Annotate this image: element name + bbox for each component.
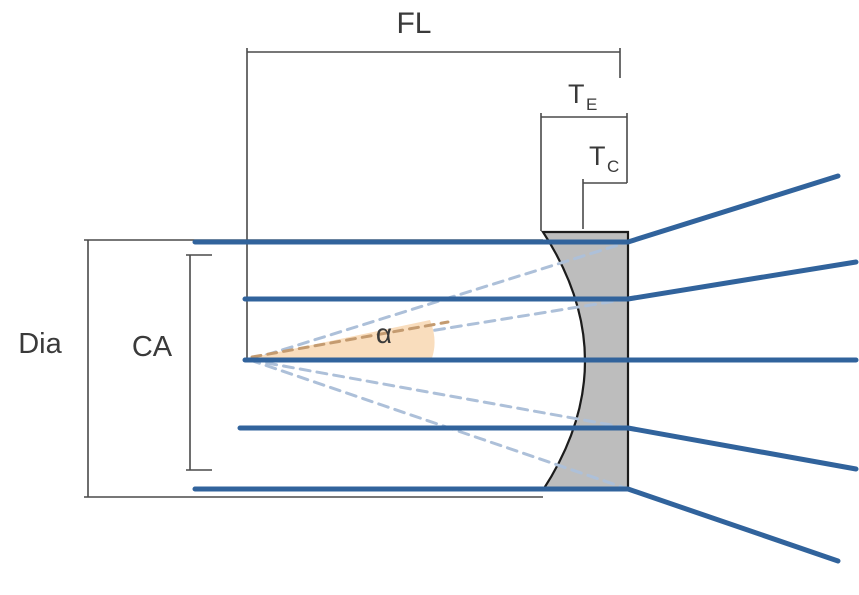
ray-extension-bottom [248,358,630,491]
ray-extension-lower [248,358,630,430]
ca-label: CA [132,331,173,363]
tc-label: T [589,141,606,171]
alpha-label: α [376,318,392,349]
ray-extension-upper [248,297,630,362]
divergence-angle-wedge [250,320,435,358]
divergence-angle-dashed-line [250,320,450,359]
labels: FL T E T C Dia CA α [18,7,619,363]
ray-top [192,173,841,245]
te-label: T [568,79,585,109]
ray-upper-middle [242,259,859,302]
tc-label-subscript: C [607,157,619,176]
te-label-subscript: E [586,95,597,114]
ray-lower-middle [237,425,859,472]
ray-bottom [192,486,841,564]
dia-label: Dia [18,328,62,360]
light-rays [192,173,859,564]
fl-label: FL [396,7,431,40]
